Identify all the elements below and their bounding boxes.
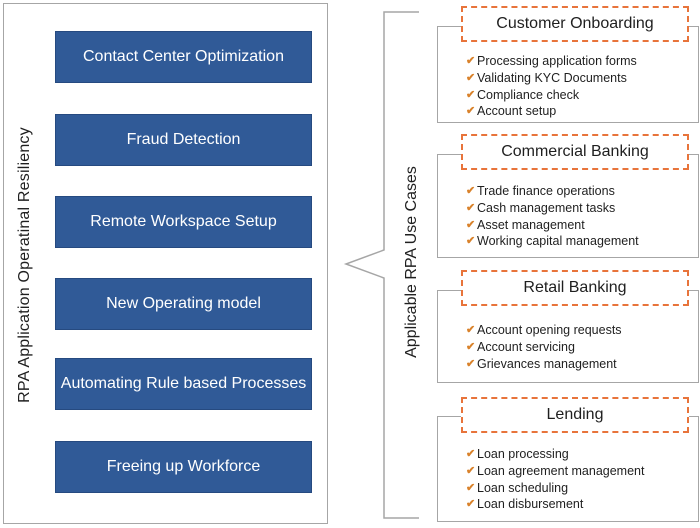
list-item: ✔Asset management bbox=[466, 217, 585, 232]
list-item: ✔Grievances management bbox=[466, 356, 617, 371]
card-title-customer-onboarding: Customer Onboarding bbox=[461, 6, 689, 42]
box-rule-automation: Automating Rule based Processes bbox=[55, 358, 312, 410]
list-item: ✔Working capital management bbox=[466, 234, 639, 249]
list-item: ✔Cash management tasks bbox=[466, 200, 616, 215]
box-workforce: Freeing up Workforce bbox=[55, 441, 312, 493]
list-customer-onboarding: ✔Processing application forms ✔Validatin… bbox=[466, 53, 637, 120]
checkmark-icon: ✔ bbox=[466, 218, 476, 231]
card-title-commercial-banking: Commercial Banking bbox=[461, 134, 689, 170]
card-title-lending: Lending bbox=[461, 397, 689, 433]
list-item: ✔Loan scheduling bbox=[466, 480, 569, 495]
list-commercial-banking: ✔Trade finance operations ✔Cash manageme… bbox=[466, 183, 639, 250]
card-title-retail-banking: Retail Banking bbox=[461, 270, 689, 306]
right-section-title: Applicable RPA Use Cases bbox=[403, 166, 420, 358]
checkmark-icon: ✔ bbox=[466, 357, 476, 370]
list-item: ✔Account opening requests bbox=[466, 323, 622, 337]
checkmark-icon: ✔ bbox=[466, 235, 476, 248]
box-remote-workspace: Remote Workspace Setup bbox=[55, 196, 312, 248]
checkmark-icon: ✔ bbox=[466, 185, 476, 197]
list-retail-banking: ✔Account opening requests ✔Account servi… bbox=[466, 322, 622, 372]
checkmark-icon: ✔ bbox=[466, 105, 476, 118]
list-item: ✔Account servicing bbox=[466, 339, 575, 354]
checkmark-icon: ✔ bbox=[466, 88, 476, 101]
card-customer-onboarding bbox=[437, 26, 699, 123]
checkmark-icon: ✔ bbox=[466, 55, 476, 67]
list-item: ✔Validating KYC Documents bbox=[466, 70, 627, 85]
list-item: ✔Loan processing bbox=[466, 447, 569, 461]
list-item: ✔Loan disbursement bbox=[466, 497, 584, 512]
list-item: ✔Processing application forms bbox=[466, 54, 637, 68]
list-lending: ✔Loan processing ✔Loan agreement managem… bbox=[466, 446, 644, 513]
box-operating-model: New Operating model bbox=[55, 278, 312, 330]
list-item: ✔Trade finance operations bbox=[466, 184, 615, 198]
list-item: ✔Compliance check bbox=[466, 87, 580, 102]
checkmark-icon: ✔ bbox=[466, 448, 476, 460]
checkmark-icon: ✔ bbox=[466, 71, 476, 84]
box-fraud-detection: Fraud Detection bbox=[55, 114, 312, 166]
checkmark-icon: ✔ bbox=[466, 464, 476, 477]
card-commercial-banking bbox=[437, 154, 699, 258]
box-contact-center: Contact Center Optimization bbox=[55, 31, 312, 83]
checkmark-icon: ✔ bbox=[466, 324, 476, 336]
checkmark-icon: ✔ bbox=[466, 481, 476, 494]
checkmark-icon: ✔ bbox=[466, 498, 476, 511]
checkmark-icon: ✔ bbox=[466, 340, 476, 353]
left-panel bbox=[3, 3, 328, 524]
checkmark-icon: ✔ bbox=[466, 201, 476, 214]
list-item: ✔Loan agreement management bbox=[466, 463, 645, 478]
list-item: ✔Account setup bbox=[466, 104, 557, 119]
